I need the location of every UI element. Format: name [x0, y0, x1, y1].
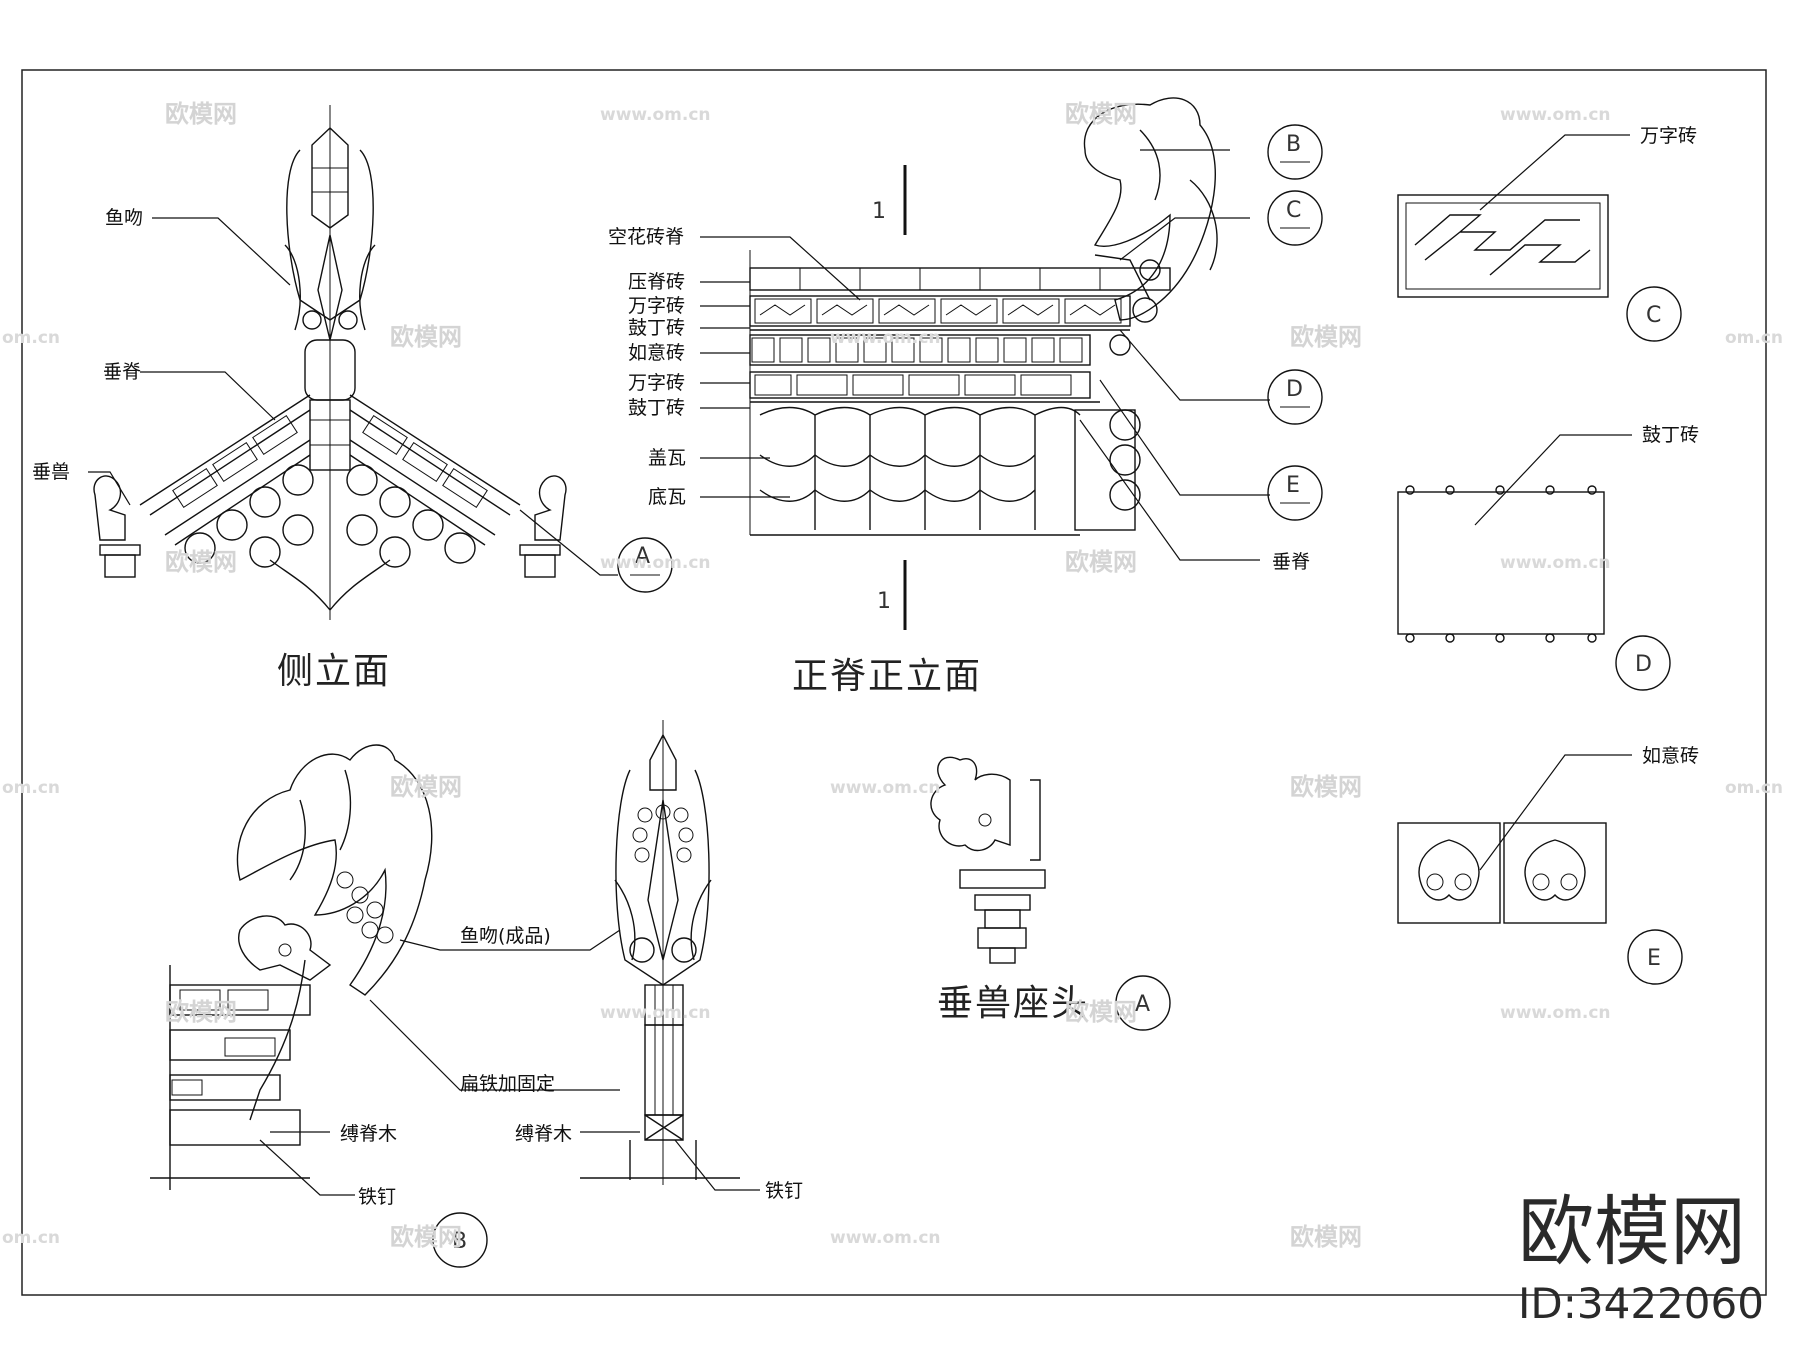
label-ridge-front: 垂脊 [1272, 551, 1310, 573]
main-ridge-drawing [700, 97, 1270, 630]
svg-text:欧模网: 欧模网 [1065, 998, 1137, 1026]
section-mark-top: 1 [872, 199, 886, 224]
svg-text:www.om.cn: www.om.cn [830, 328, 941, 348]
right-ridge-beast [519, 475, 567, 578]
svg-text:欧模网: 欧模网 [1290, 323, 1362, 351]
svg-text:D: D [1286, 377, 1303, 402]
svg-text:欧模网: 欧模网 [390, 323, 462, 351]
svg-text:欧模网: 欧模网 [1065, 100, 1137, 128]
callout-a-seat: A [1115, 975, 1171, 1031]
layer-label-1: 压脊砖 [628, 271, 685, 293]
sheet-border [21, 69, 1767, 1296]
detail-b-fish-kiss-side [150, 744, 621, 1196]
svg-text:欧模网: 欧模网 [1290, 1223, 1362, 1251]
callout-b-ridge: B [1267, 124, 1323, 180]
svg-text:欧模网: 欧模网 [165, 998, 237, 1026]
title-main-ridge-front: 正脊正立面 [792, 656, 982, 697]
svg-text:欧模网: 欧模网 [390, 1223, 462, 1251]
svg-text:www.om.cn: www.om.cn [830, 778, 941, 798]
svg-text:A: A [635, 544, 650, 569]
callout-a-side: A [617, 537, 673, 593]
svg-text:欧模网: 欧模网 [165, 100, 237, 128]
ridge-end-fish-kiss [1083, 97, 1218, 356]
callout-e-ridge: E [1267, 465, 1323, 521]
legend-callout-d: D [1635, 652, 1652, 677]
legend-label-wanzi: 万字砖 [1640, 125, 1697, 147]
label-fish-kiss-product: 鱼吻(成品) [460, 925, 551, 947]
svg-text:欧模网: 欧模网 [390, 773, 462, 801]
layer-label-7: 盖瓦 [648, 447, 686, 469]
label-beast: 垂兽 [32, 461, 70, 483]
left-ridge-beast [93, 475, 141, 578]
svg-text:www.om.cn: www.om.cn [600, 105, 711, 125]
layer-label-8: 底瓦 [648, 486, 686, 508]
label-ridge-wood-2: 缚脊木 [515, 1123, 572, 1145]
legend-callout-e: E [1647, 946, 1661, 971]
svg-text:om.cn: om.cn [2, 1228, 60, 1248]
title-beast-seat: 垂兽座头 [937, 983, 1089, 1024]
svg-text:www.om.cn: www.om.cn [1500, 553, 1611, 573]
label-fish-kiss: 鱼吻 [105, 207, 143, 229]
svg-text:www.om.cn: www.om.cn [1500, 1003, 1611, 1023]
label-ridge-wood-1: 缚脊木 [340, 1123, 397, 1145]
label-flat-iron: 扁铁加固定 [460, 1073, 555, 1095]
section-mark-bottom: 1 [877, 589, 891, 614]
legend-wanzi-drawing [1397, 134, 1682, 342]
layer-label-5: 万字砖 [628, 372, 685, 394]
legend-callout-c: C [1646, 303, 1661, 328]
svg-text:www.om.cn: www.om.cn [600, 553, 711, 573]
main-ridge-layer-labels: 空花砖脊 压脊砖 万字砖 鼓丁砖 如意砖 万字砖 鼓丁砖 盖瓦 底瓦 [608, 226, 686, 508]
svg-text:www.om.cn: www.om.cn [600, 1003, 711, 1023]
svg-text:om.cn: om.cn [1725, 778, 1783, 798]
svg-text:A: A [1135, 992, 1150, 1017]
svg-text:om.cn: om.cn [2, 778, 60, 798]
legend-guding-drawing [1397, 434, 1671, 691]
callout-d-ridge: D [1267, 369, 1323, 425]
detail-b-fish-kiss-front [580, 720, 760, 1191]
label-nail-1: 铁钉 [358, 1186, 396, 1208]
side-elevation-drawing [88, 105, 618, 620]
svg-text:www.om.cn: www.om.cn [1500, 105, 1611, 125]
layer-label-3: 鼓丁砖 [628, 317, 685, 339]
legend-label-ruyi: 如意砖 [1642, 745, 1699, 767]
layer-label-0: 空花砖脊 [608, 226, 684, 248]
svg-text:欧模网: 欧模网 [165, 548, 237, 576]
svg-text:欧模网: 欧模网 [1065, 548, 1137, 576]
layer-label-2: 万字砖 [628, 295, 685, 317]
layer-label-6: 鼓丁砖 [628, 397, 685, 419]
brand-id: ID:3422060 [1518, 1279, 1764, 1328]
legend-ruyi-drawing [1397, 754, 1683, 985]
watermarks: 欧模网 www.om.cn 欧模网 www.om.cn om.cn 欧模网 ww… [2, 100, 1783, 1251]
svg-text:B: B [452, 1229, 467, 1254]
label-nail-2: 铁钉 [765, 1180, 803, 1202]
svg-text:E: E [1286, 473, 1300, 498]
label-ridge: 垂脊 [103, 361, 141, 383]
svg-text:om.cn: om.cn [1725, 328, 1783, 348]
legend-label-guding: 鼓丁砖 [1642, 424, 1699, 446]
title-side-elevation: 侧立面 [277, 651, 391, 692]
callout-c-ridge: C [1267, 190, 1323, 246]
svg-text:om.cn: om.cn [2, 328, 60, 348]
svg-text:C: C [1286, 198, 1301, 223]
brand-logo-text: 欧模网 [1518, 1187, 1746, 1276]
svg-text:欧模网: 欧模网 [1290, 773, 1362, 801]
beast-seat-drawing [930, 756, 1046, 964]
layer-label-4: 如意砖 [628, 342, 685, 364]
svg-text:B: B [1286, 132, 1301, 157]
callout-b-detail: B [432, 1212, 488, 1268]
svg-text:www.om.cn: www.om.cn [830, 1228, 941, 1248]
